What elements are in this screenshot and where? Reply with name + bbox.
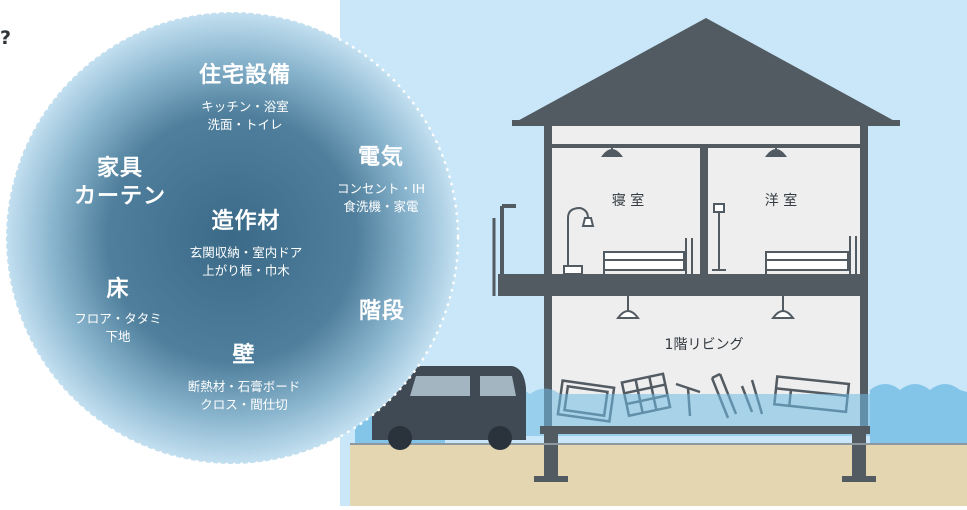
category-title: 電気 bbox=[357, 145, 404, 170]
category-title-line2: カーテン bbox=[73, 184, 167, 209]
footing-right bbox=[842, 476, 876, 482]
category-stairs: 階段 bbox=[359, 298, 405, 326]
tall-lamp-icon bbox=[712, 203, 726, 271]
ceiling-light-living bbox=[616, 296, 795, 319]
category-floor: 床 フロア・タタミ 下地 bbox=[74, 276, 162, 346]
category-detail: フロア・タタミ bbox=[74, 311, 162, 326]
category-detail: キッチン・浴室 bbox=[201, 99, 289, 114]
slab-support bbox=[544, 296, 552, 318]
category-detail: 食洗機・家電 bbox=[343, 199, 419, 214]
category-detail: 洗面・トイレ bbox=[207, 117, 283, 132]
floodwater-right bbox=[870, 384, 967, 444]
category-title: 床 bbox=[106, 277, 130, 302]
ceiling-light-bedroom bbox=[600, 148, 624, 157]
category-title: 家具 bbox=[96, 156, 144, 181]
category-detail: コンセント・IH bbox=[336, 181, 426, 196]
ground bbox=[350, 444, 967, 506]
category-wall: 壁 断熱材・石膏ボード クロス・間仕切 bbox=[188, 342, 301, 414]
floodwater-overlay bbox=[440, 388, 870, 436]
dotted-circle-border bbox=[4, 10, 460, 466]
foundation-post-right bbox=[852, 434, 866, 480]
category-electrical: 電気 コンセント・IH 食洗機・家電 bbox=[337, 144, 425, 216]
bed-icon-western bbox=[765, 236, 857, 274]
room-label-living: 1階リビング bbox=[664, 337, 744, 353]
category-fixtures: 造作材 玄関収納・室内ドア 上がり框・巾木 bbox=[190, 208, 303, 280]
wall-partition bbox=[700, 144, 708, 276]
foundation-post-left bbox=[544, 434, 558, 480]
category-detail: 下地 bbox=[105, 329, 131, 344]
heading-question-mark: ? bbox=[0, 27, 12, 49]
category-detail: 上がり框・巾木 bbox=[202, 263, 290, 278]
category-furniture: 家具 カーテン bbox=[74, 155, 166, 211]
category-detail: 断熱材・石膏ボード bbox=[187, 379, 301, 394]
category-detail: クロス・間仕切 bbox=[200, 397, 288, 412]
roof-eave bbox=[512, 120, 900, 126]
roof bbox=[512, 18, 900, 124]
category-title: 階段 bbox=[358, 299, 406, 324]
floor-lamp-icon bbox=[563, 206, 595, 275]
category-title: 造作材 bbox=[211, 209, 281, 234]
ceiling-2f bbox=[552, 144, 860, 148]
ceiling-light-western bbox=[764, 148, 788, 157]
category-circle bbox=[6, 12, 458, 464]
car-icon bbox=[372, 366, 526, 450]
bed-icon-bedroom bbox=[603, 238, 693, 274]
category-title: 住宅設備 bbox=[198, 63, 292, 88]
floor-slab bbox=[498, 274, 868, 296]
room-label-western: 洋 室 bbox=[764, 193, 798, 209]
category-detail: 玄関収納・室内ドア bbox=[189, 245, 303, 260]
foundation-beam bbox=[540, 426, 870, 434]
category-title: 壁 bbox=[232, 343, 256, 368]
room-label-bedroom: 寝 室 bbox=[611, 193, 645, 209]
footing-left bbox=[534, 476, 568, 482]
category-housing-equipment: 住宅設備 キッチン・浴室 洗面・トイレ bbox=[199, 62, 291, 134]
